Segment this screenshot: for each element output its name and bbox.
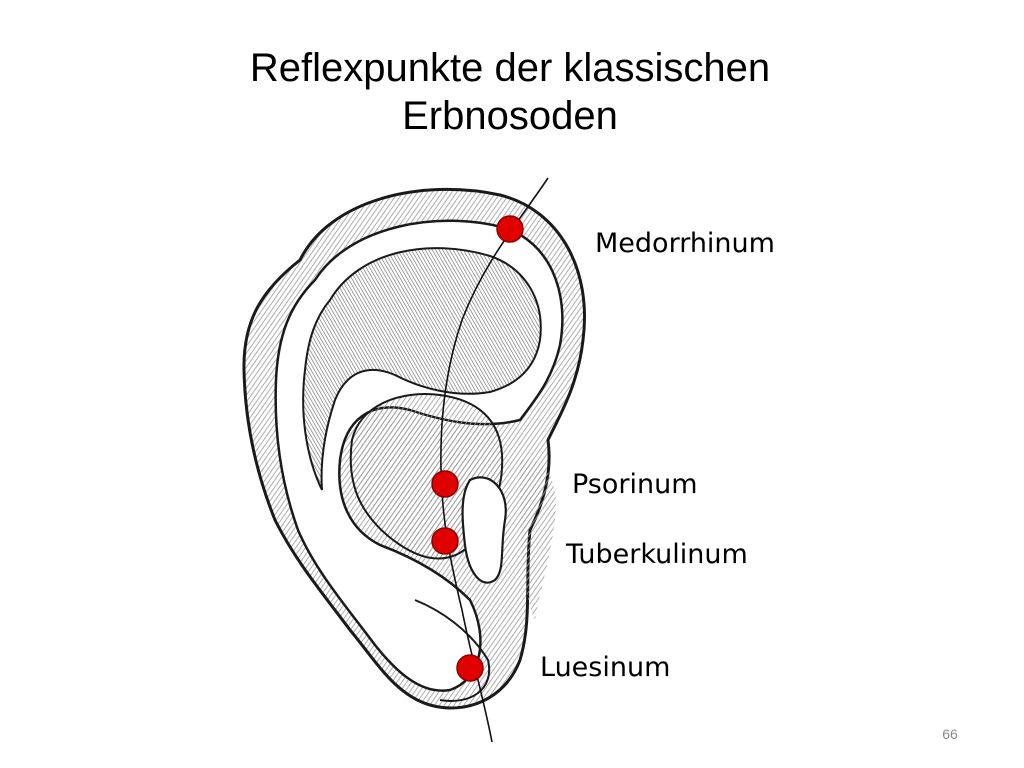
marker-tuberkulinum <box>431 527 459 555</box>
label-medorrhinum: Medorrhinum <box>595 228 775 259</box>
page-number: 66 <box>942 726 958 742</box>
label-tuberkulinum: Tuberkulinum <box>566 539 748 570</box>
slide-title: Reflexpunkte der klassischen Erbnosoden <box>150 44 870 140</box>
ear-antihelix <box>302 247 542 491</box>
reflex-line <box>440 177 549 743</box>
marker-psorinum <box>431 470 459 498</box>
marker-medorrhinum <box>496 215 524 243</box>
title-line-2: Erbnosoden <box>402 94 618 138</box>
label-psorinum: Psorinum <box>572 469 698 500</box>
label-luesinum: Luesinum <box>540 652 671 683</box>
ear-shading <box>520 459 556 620</box>
title-line-1: Reflexpunkte der klassischen <box>249 46 771 90</box>
ear-tragus <box>461 476 507 584</box>
ear-lobe <box>414 599 491 702</box>
marker-luesinum <box>456 654 484 682</box>
